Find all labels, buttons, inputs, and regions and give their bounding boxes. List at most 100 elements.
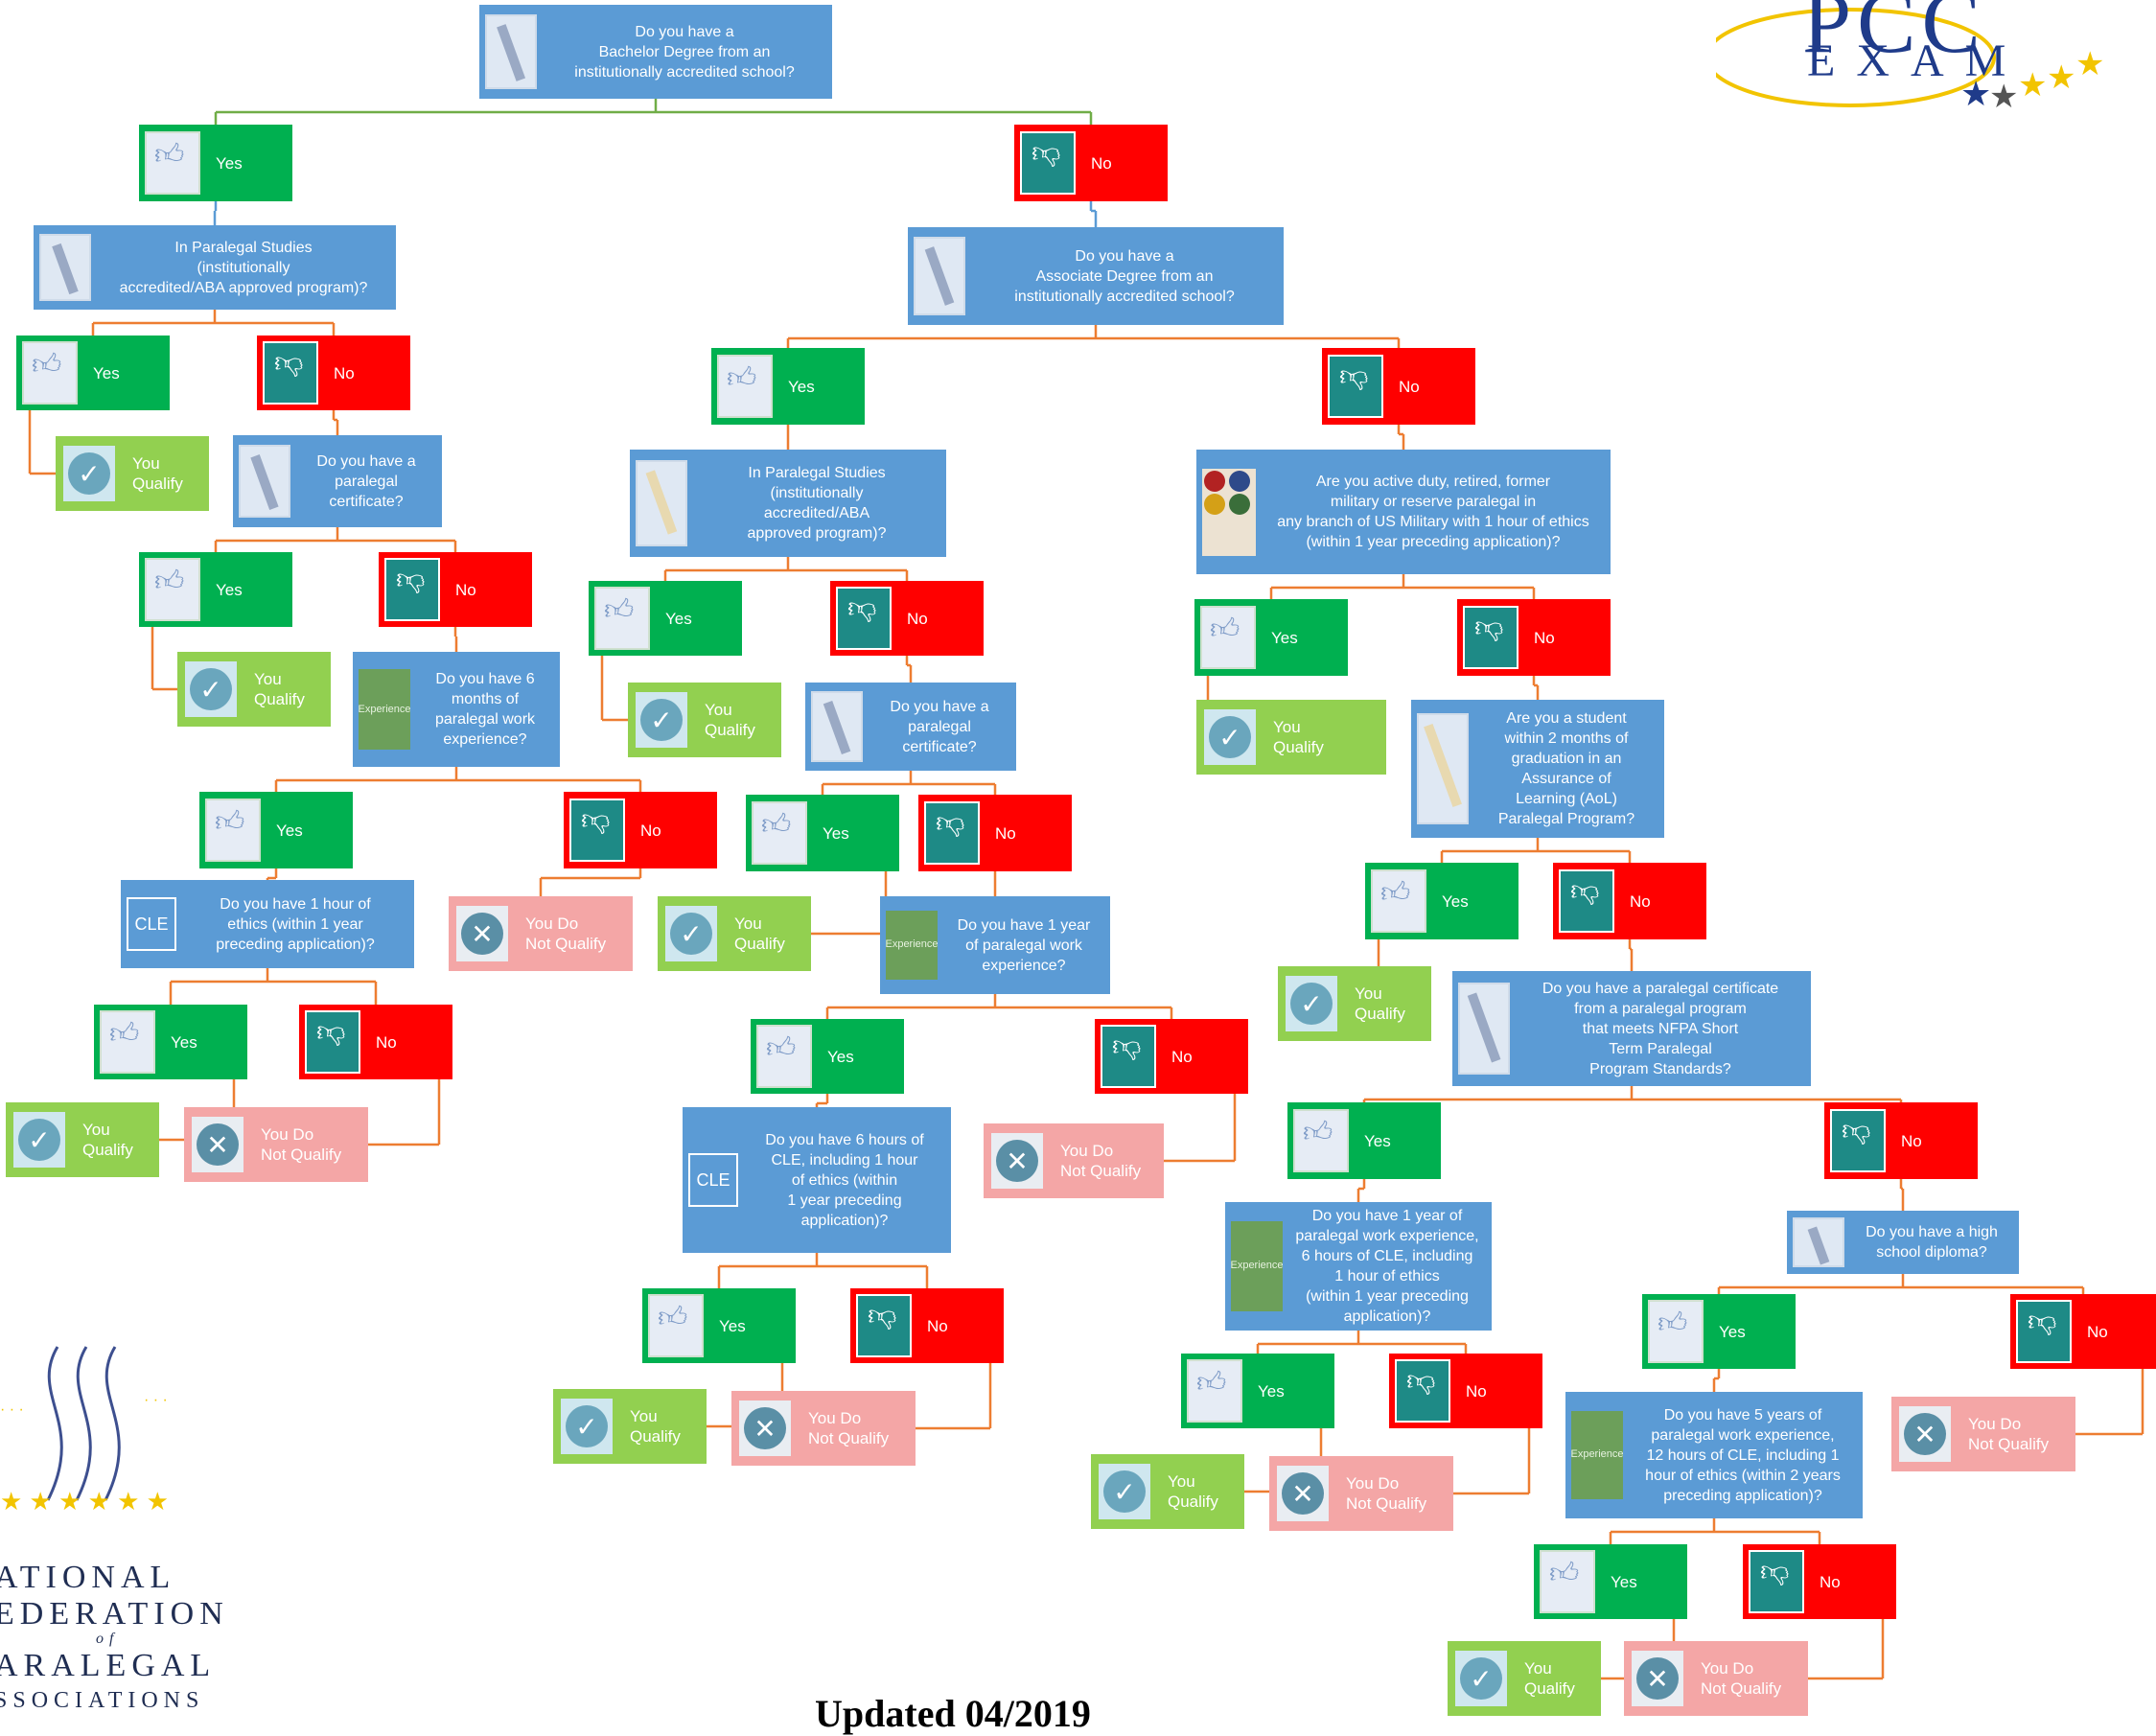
nfpa-emblem-icon: ★ ★ ★ ★ ★ ★ · · · · · · [0,1346,169,1516]
x-mark-icon: ✕ [739,1400,791,1456]
thumbs-down-icon: 👎︎ [1328,355,1383,418]
question-box: CLE Do you have 6 hours of CLE, including… [683,1107,951,1253]
yes-label: Yes [216,580,243,599]
certificate-icon [239,444,290,519]
thumbs-up-icon: 👍︎ [1371,869,1426,933]
no-label: No [1901,1131,1922,1150]
no-box: 👎︎No [1095,1019,1248,1094]
checkmark-icon: ✓ [1455,1651,1507,1706]
cle-icon: CLE [688,1153,738,1207]
not-qualify-label: You Do Not Qualify [1968,1415,2050,1453]
qualify-label: You Qualify [1273,718,1324,756]
thumbs-up-icon: 👍︎ [22,341,78,405]
question-text: Do you have a high school diploma? [1866,1224,1998,1261]
yes-label: Yes [719,1316,746,1335]
yes-box: 👍︎Yes [1194,599,1348,676]
no-label: No [334,363,355,382]
thumbs-up-icon: 👍︎ [205,799,261,862]
svg-text:★: ★ [1989,79,2018,115]
question-box: Do you have a paralegal certificate? [805,683,1016,771]
question-box: Are you active duty, retired, former mil… [1196,450,1611,574]
question-text: Do you have a paralegal certificate from… [1542,980,1779,1077]
no-box: 👎︎No [564,792,717,868]
yes-label: Yes [1271,628,1298,647]
nfpa-line-2: EDERATION [0,1596,229,1632]
checkmark-icon: ✓ [561,1399,613,1454]
not-qualify-label: You Do Not Qualify [1346,1474,1427,1513]
yes-label: Yes [1442,891,1469,911]
nfpa-line-4: ARALEGAL [0,1648,217,1683]
no-box: 👎︎No [1553,863,1706,939]
qualify-label: You Qualify [254,670,305,708]
not-qualify-result: ✕You Do Not Qualify [449,896,633,971]
qualify-result: ✓You Qualify [1091,1454,1244,1529]
yes-label: Yes [1364,1131,1391,1150]
question-text: Do you have 6 hours of CLE, including 1 … [765,1131,924,1229]
yes-label: Yes [1719,1322,1746,1341]
yes-label: Yes [276,821,303,840]
exam-logo-text: EXAM [1807,35,2028,86]
experience-icon: Experience [358,669,411,750]
svg-text:★: ★ [2075,46,2104,82]
thumbs-down-icon: 👎︎ [384,558,440,621]
not-qualify-result: ✕You Do Not Qualify [984,1123,1164,1198]
yes-box: 👍︎Yes [751,1019,904,1094]
thumbs-down-icon: 👎︎ [924,801,980,865]
qualify-result: ✓You Qualify [1448,1641,1601,1716]
thumbs-up-icon: 👍︎ [145,558,200,621]
thumbs-up-icon: 👍︎ [1648,1300,1704,1363]
no-box: 👎︎ No [379,552,532,627]
thumbs-down-icon: 👎︎ [856,1294,912,1357]
thumbs-down-icon: 👎︎ [1830,1109,1886,1172]
no-box: 👎︎No [1014,125,1168,201]
qualify-label: You Qualify [1355,984,1405,1023]
thumbs-down-icon: 👎︎ [2016,1300,2072,1363]
logo-swoosh-icon: ★ ★ ★ ★ ★ [1716,8,2104,115]
qualify-label: You Qualify [1168,1472,1218,1511]
no-label: No [2087,1322,2108,1341]
question-box: Are you a student within 2 months of gra… [1411,700,1664,838]
no-box: 👎︎No [1743,1544,1896,1619]
yes-label: Yes [788,377,815,396]
thumbs-down-icon: 👎︎ [836,587,892,650]
svg-text:★ ★ ★ ★ ★ ★: ★ ★ ★ ★ ★ ★ [0,1487,169,1516]
question-box: Do you have a paralegal certificate? [233,435,442,527]
x-mark-icon: ✕ [991,1133,1043,1189]
not-qualify-label: You Do Not Qualify [261,1125,342,1164]
not-qualify-result: ✕You Do Not Qualify [1269,1456,1453,1531]
no-label: No [455,580,476,599]
not-qualify-result: ✕You Do Not Qualify [184,1107,368,1182]
thumbs-up-icon: 👍︎ [1187,1359,1242,1423]
yes-label: Yes [1611,1572,1637,1591]
yes-box: 👍︎ Yes [1365,863,1518,939]
military-seals-icon [1202,468,1256,556]
x-mark-icon: ✕ [456,906,508,961]
qualify-label: You Qualify [132,454,183,493]
thumbs-up-icon: 👍︎ [752,801,807,865]
updated-date: Updated 04/2019 [815,1692,1091,1735]
thumbs-up-icon: 👍︎ [145,131,200,195]
experience-icon: Experience [1570,1410,1624,1500]
certificate-icon [1458,983,1510,1075]
no-box: 👎︎No [299,1005,452,1079]
no-label: No [1820,1572,1841,1591]
qualify-result: ✓ You Qualify [1278,966,1431,1041]
no-label: No [376,1032,397,1052]
yes-label: Yes [93,363,120,382]
certificate-icon [811,691,863,762]
yes-label: Yes [216,153,243,173]
no-box: 👎︎No [1322,348,1475,425]
experience-icon: Experience [885,911,939,980]
checkmark-icon: ✓ [1286,976,1337,1031]
no-label: No [1091,153,1112,173]
question-text: Do you have 5 years of paralegal work ex… [1645,1406,1841,1504]
no-label: No [1534,628,1555,647]
svg-text:· · ·: · · · [0,1401,24,1418]
qualify-result: ✓You Qualify [6,1102,159,1177]
thumbs-up-icon: 👍︎ [100,1010,155,1074]
svg-text:· · ·: · · · [144,1392,168,1408]
question-text: Do you have 1 year of paralegal work exp… [957,916,1091,974]
qualify-label: You Qualify [734,914,785,953]
